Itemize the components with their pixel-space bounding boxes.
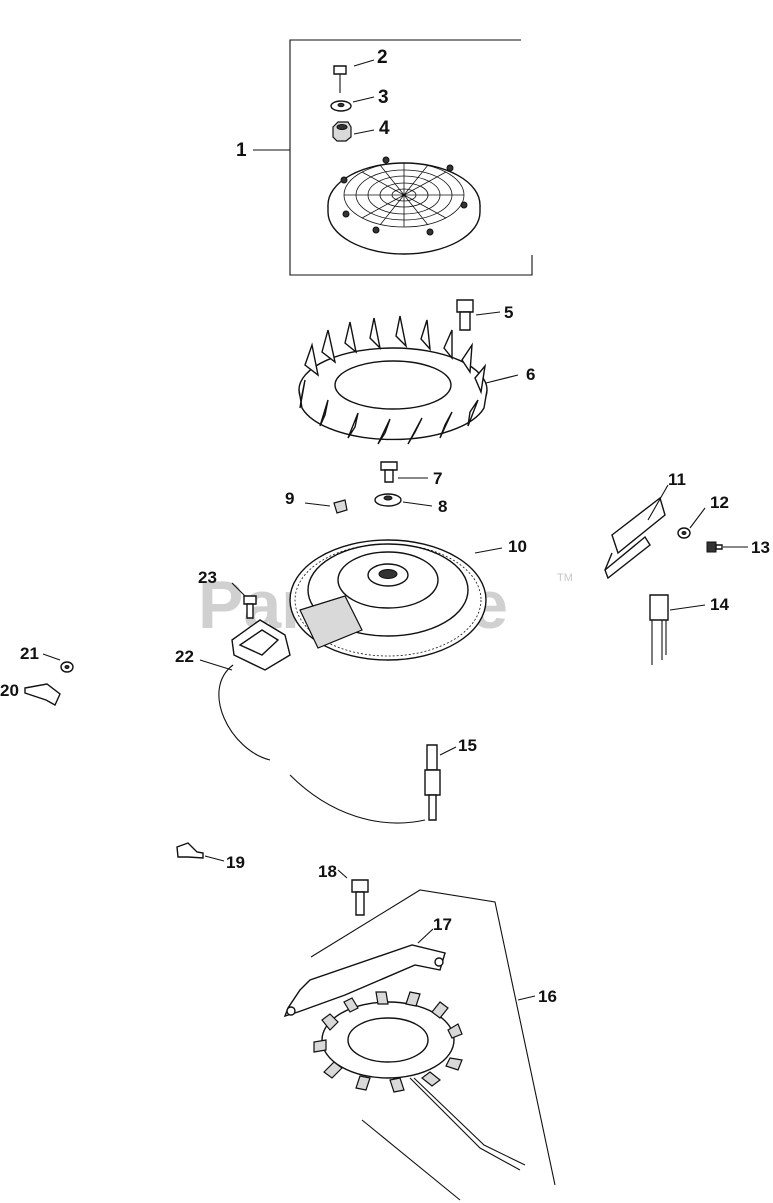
callout-1[interactable]: 1 — [236, 140, 247, 161]
callout-3[interactable]: 3 — [378, 87, 389, 108]
part-13-screw[interactable] — [706, 541, 723, 553]
callout-19[interactable]: 19 — [226, 853, 245, 872]
part-15-spark-plug-boot[interactable] — [424, 744, 441, 821]
part-20-clip[interactable] — [24, 683, 61, 706]
callout-22[interactable]: 22 — [175, 647, 194, 666]
part-10-flywheel[interactable] — [289, 539, 487, 661]
watermark-trademark: TM — [557, 572, 573, 584]
part-11-rectifier[interactable] — [604, 496, 666, 580]
part-21-washer[interactable] — [60, 661, 74, 673]
part-2-bolt[interactable] — [333, 65, 347, 93]
part-9-key[interactable] — [333, 499, 348, 514]
part-12-washer[interactable] — [677, 527, 691, 539]
part-8-washer[interactable] — [374, 493, 402, 507]
part-7-screw[interactable] — [380, 461, 398, 483]
callout-5[interactable]: 5 — [504, 303, 513, 322]
part-19-clip[interactable] — [176, 842, 204, 859]
callout-18[interactable]: 18 — [318, 862, 337, 881]
callout-16[interactable]: 16 — [538, 987, 557, 1006]
callout-8[interactable]: 8 — [438, 497, 447, 516]
callout-12[interactable]: 12 — [710, 493, 729, 512]
leader-lines — [42, 59, 748, 1001]
part-4-nut[interactable] — [332, 121, 352, 142]
callout-14[interactable]: 14 — [710, 595, 729, 614]
part-23-screw[interactable] — [243, 595, 257, 619]
stator-group-outline — [310, 889, 556, 1201]
part-14-connector[interactable] — [649, 594, 669, 665]
callout-7[interactable]: 7 — [433, 469, 442, 488]
part-17-bracket[interactable] — [283, 944, 446, 1018]
callout-17[interactable]: 17 — [433, 915, 452, 934]
kit-bracket-1 — [289, 39, 533, 276]
callout-13[interactable]: 13 — [751, 538, 770, 557]
callout-6[interactable]: 6 — [526, 365, 535, 384]
callout-10[interactable]: 10 — [508, 537, 527, 556]
part-16-stator[interactable] — [313, 991, 526, 1171]
callout-23[interactable]: 23 — [198, 568, 217, 587]
callout-15[interactable]: 15 — [458, 736, 477, 755]
callout-2[interactable]: 2 — [377, 47, 388, 68]
part-6-cooling-fan[interactable] — [298, 315, 488, 445]
part-1-grille-screen[interactable] — [327, 156, 481, 255]
part-3-washer[interactable] — [330, 100, 352, 112]
part-22-ignition-module[interactable] — [218, 619, 426, 824]
callout-9[interactable]: 9 — [285, 489, 294, 508]
callout-11[interactable]: 11 — [668, 470, 686, 489]
callout-20[interactable]: 20 — [0, 681, 19, 700]
callout-21[interactable]: 21 — [20, 644, 39, 663]
part-18-bolt[interactable] — [351, 879, 369, 916]
callout-4[interactable]: 4 — [379, 118, 390, 139]
callout-labels: 1 2 3 4 5 6 7 8 9 10 11 12 13 14 15 16 1… — [0, 47, 770, 1006]
part-5-bolt[interactable] — [456, 299, 474, 331]
